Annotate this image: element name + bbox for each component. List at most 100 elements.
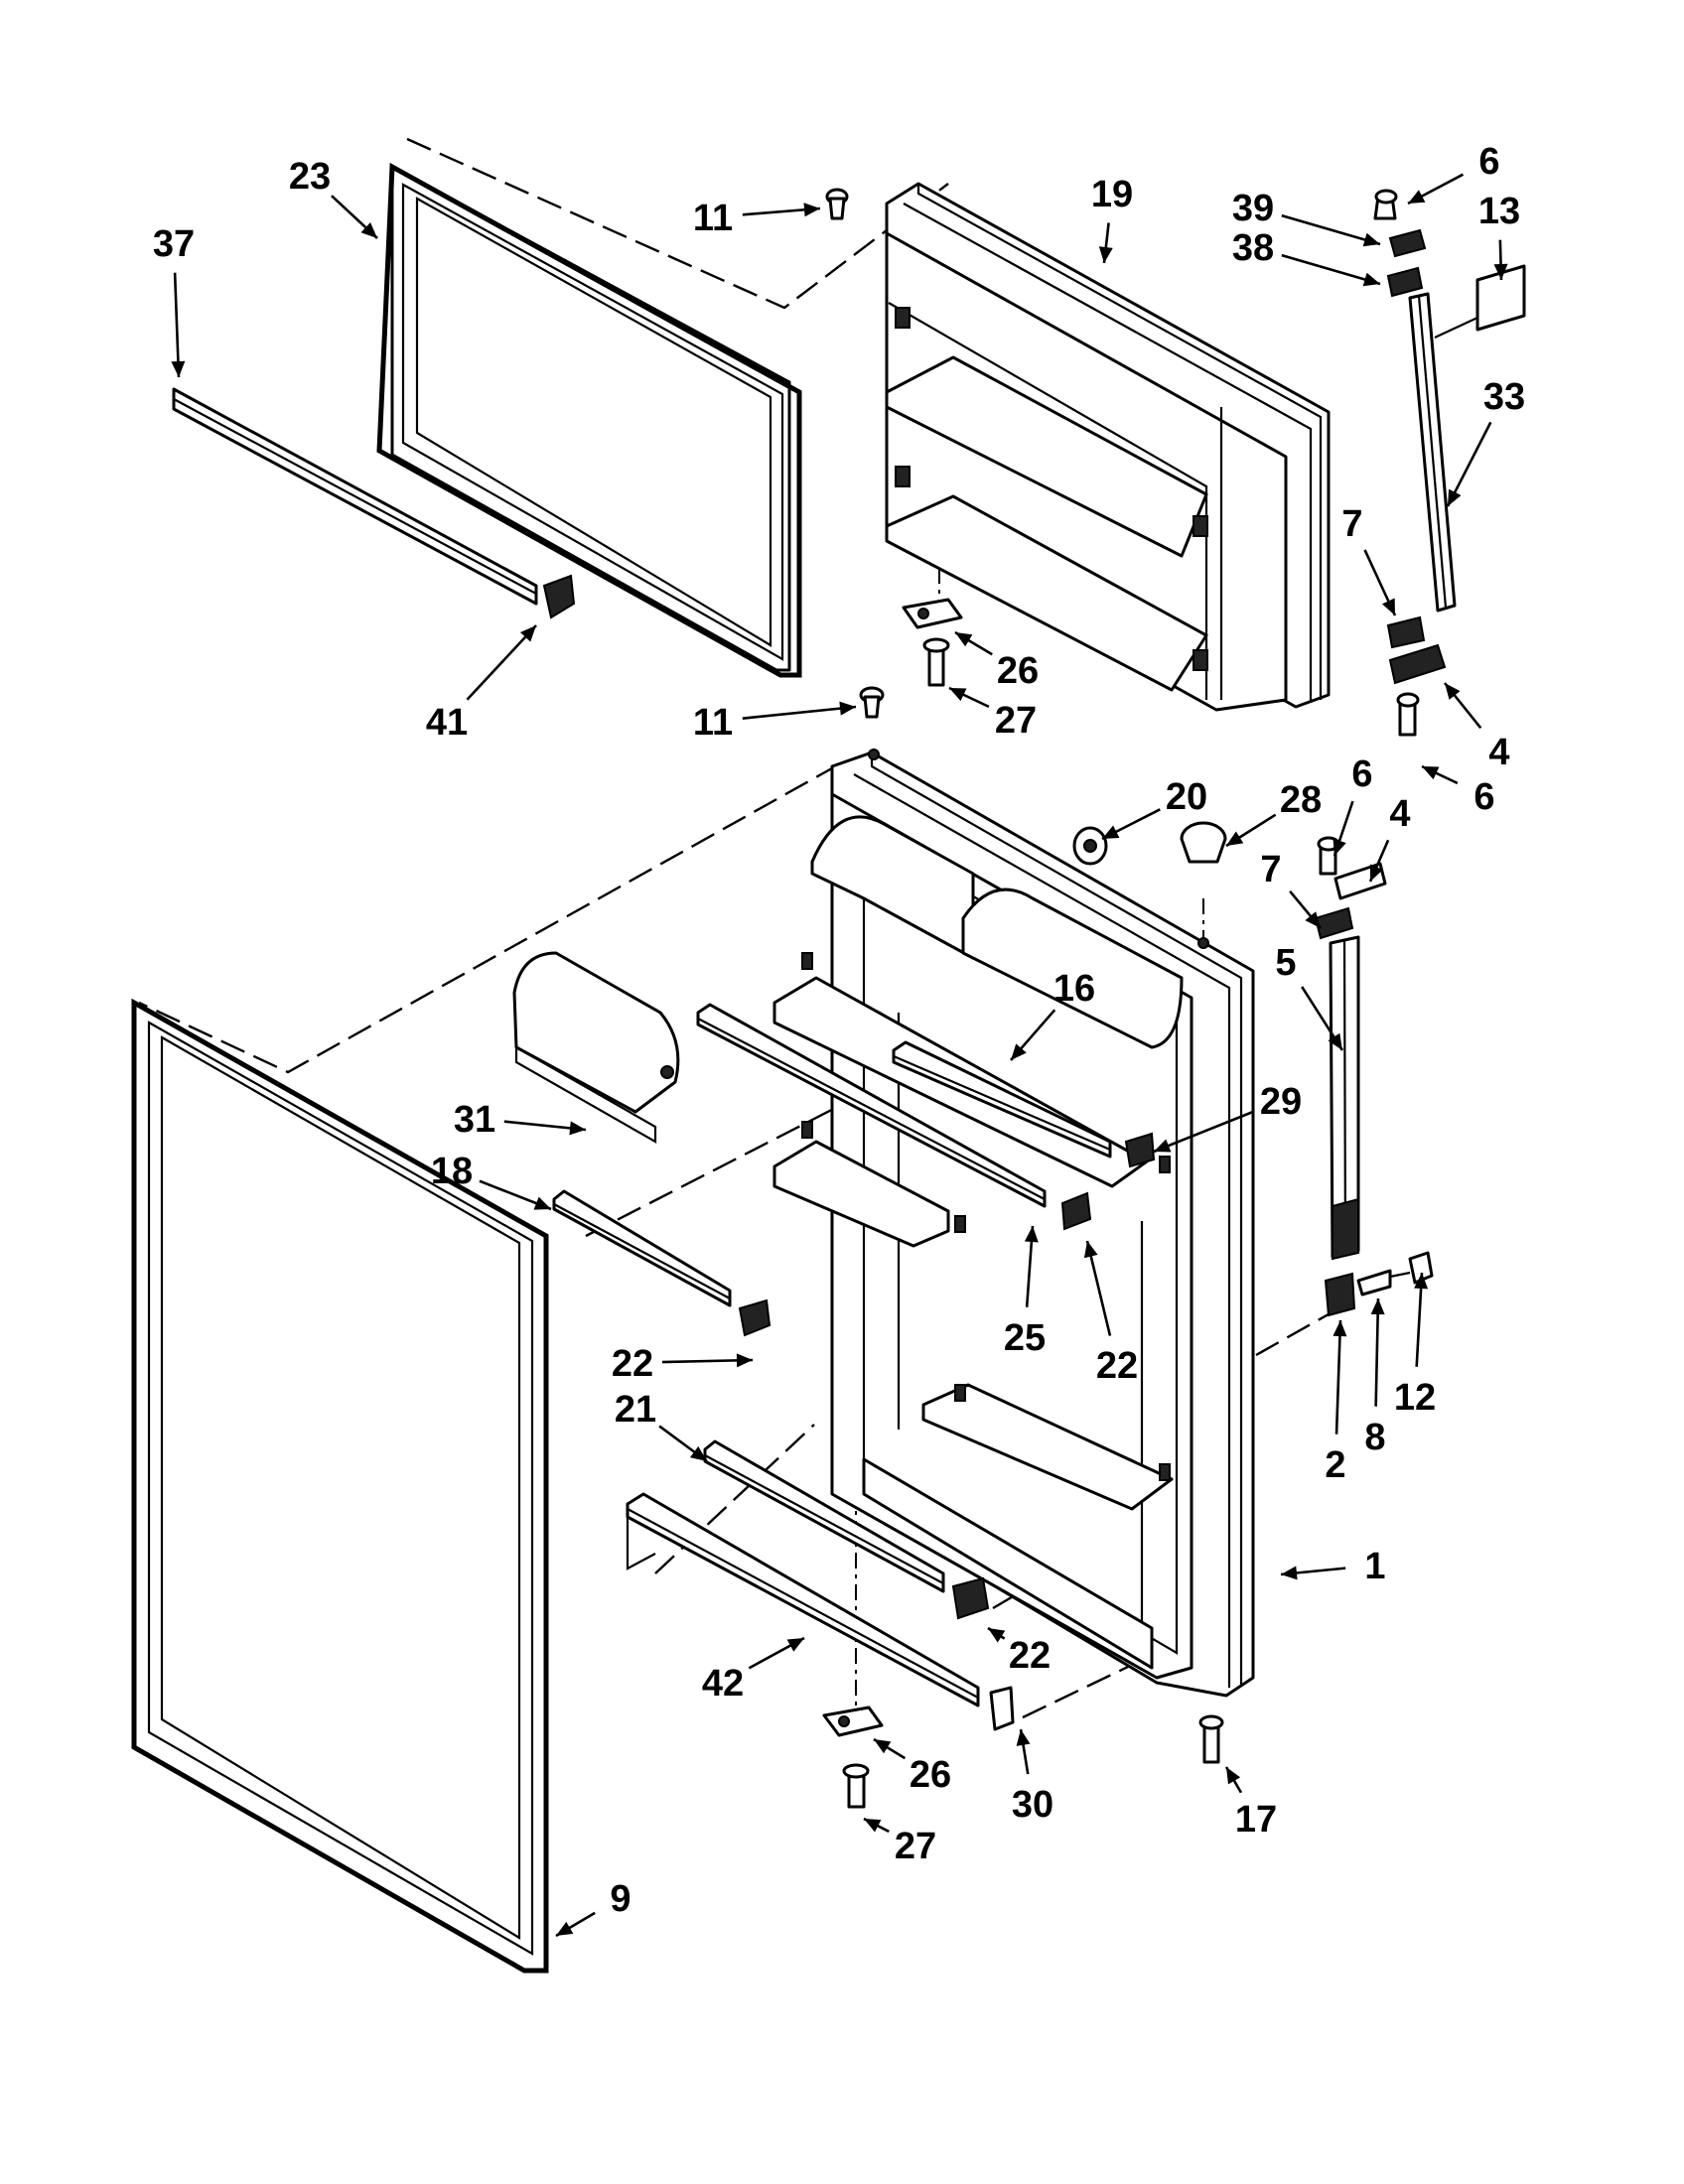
callout-number: 41 xyxy=(426,702,468,744)
callout-number: 13 xyxy=(1478,191,1520,232)
callout-number: 18 xyxy=(431,1151,473,1192)
callout-arrowhead xyxy=(803,203,820,217)
callout-number: 8 xyxy=(1364,1417,1385,1458)
callout-number: 39 xyxy=(1232,188,1274,229)
callout-number: 25 xyxy=(1004,1317,1046,1359)
callout-leader xyxy=(1153,1110,1254,1154)
callout-arrowhead xyxy=(949,688,967,702)
callout-arrowhead xyxy=(1281,1566,1298,1580)
callout-number: 6 xyxy=(1351,753,1372,795)
plugs xyxy=(1072,821,1227,866)
callout-number: 26 xyxy=(997,650,1039,692)
callout-number: 42 xyxy=(702,1663,744,1705)
callout-arrowhead xyxy=(1362,272,1380,287)
callout-arrowhead xyxy=(556,1921,574,1936)
callout-number: 11 xyxy=(693,198,733,239)
callout-number: 11 xyxy=(693,702,733,744)
callout-arrowhead xyxy=(1381,598,1395,615)
callout-arrowhead xyxy=(864,1819,882,1833)
callout-number: 1 xyxy=(1364,1546,1385,1587)
callout-number: 30 xyxy=(1012,1784,1053,1826)
freezer-door-bar xyxy=(172,387,576,619)
callout-number: 7 xyxy=(1341,503,1362,545)
callout-number: 27 xyxy=(995,700,1037,742)
callout-number: 6 xyxy=(1474,776,1494,818)
callout-arrowhead xyxy=(1305,911,1321,928)
callout-arrowhead xyxy=(1333,1320,1347,1337)
callout-arrowhead xyxy=(1016,1729,1031,1746)
callout-number: 22 xyxy=(612,1343,653,1385)
callout-arrowhead xyxy=(171,360,186,377)
door-bars xyxy=(696,1003,1156,1231)
callout-arrowhead xyxy=(786,1638,804,1652)
callout-arrowhead xyxy=(1445,683,1461,700)
callout-number: 19 xyxy=(1091,174,1133,215)
callout-leader xyxy=(173,272,181,378)
callout-number: 27 xyxy=(895,1826,936,1867)
callout-arrowhead xyxy=(1154,1139,1172,1153)
callout-number: 6 xyxy=(1478,141,1499,183)
callout-arrowhead xyxy=(1422,766,1440,780)
refrigerator-door xyxy=(772,749,1255,1698)
callout-leader xyxy=(1085,1240,1112,1336)
callout-arrowhead xyxy=(1024,1226,1039,1243)
callout-number: 4 xyxy=(1488,732,1509,773)
callout-arrowhead xyxy=(1333,838,1346,856)
freezer-door-gasket xyxy=(376,162,802,678)
callout-number: 4 xyxy=(1389,793,1410,835)
callout-number: 29 xyxy=(1260,1081,1302,1123)
callout-arrowhead xyxy=(839,701,856,716)
callout-leader xyxy=(742,705,857,720)
callout-number: 31 xyxy=(454,1099,495,1141)
callout-arrowhead xyxy=(519,625,536,642)
callout-arrowhead xyxy=(1328,1032,1342,1050)
callout-arrowhead xyxy=(1414,1273,1429,1290)
callout-leader xyxy=(466,624,537,701)
callout-arrowhead xyxy=(1226,1767,1241,1785)
bottom-door-bars xyxy=(626,1439,1015,1731)
callout-number: 12 xyxy=(1394,1377,1436,1419)
freezer-hinge-hardware xyxy=(902,598,963,687)
callout-arrowhead xyxy=(1408,190,1426,204)
callout-number: 16 xyxy=(1053,968,1095,1010)
door-stop-pins xyxy=(825,188,885,719)
refrigerator-door-gasket xyxy=(131,998,549,1974)
callout-arrowhead xyxy=(1098,246,1113,263)
callout-arrowhead xyxy=(988,1628,1006,1643)
callout-number: 9 xyxy=(610,1878,631,1920)
callout-number: 22 xyxy=(1009,1635,1051,1677)
callout-number: 37 xyxy=(153,223,195,265)
callout-arrowhead xyxy=(1369,864,1383,882)
callout-number: 21 xyxy=(615,1389,656,1431)
callout-number: 7 xyxy=(1260,849,1281,890)
callout-arrowhead xyxy=(736,1353,753,1368)
upper-hinge-hardware xyxy=(1373,189,1526,737)
callout-number: 22 xyxy=(1096,1345,1138,1387)
callout-arrowhead xyxy=(533,1196,551,1210)
callout-arrowhead xyxy=(1083,1241,1098,1259)
callout-number: 2 xyxy=(1325,1444,1345,1486)
callout-leader xyxy=(1374,1297,1380,1407)
callout-arrowhead xyxy=(360,221,377,238)
bottom-hinge-hardware xyxy=(822,1706,1224,1809)
callout-arrowhead xyxy=(1102,825,1120,839)
callout-number: 23 xyxy=(289,156,331,198)
callout-arrowhead xyxy=(1493,263,1508,280)
lower-hinge-hardware xyxy=(1314,836,1434,1317)
callout-leader xyxy=(1281,253,1381,286)
callout-leader xyxy=(1334,1319,1342,1434)
callout-arrowhead xyxy=(955,632,973,647)
callout-arrowhead xyxy=(1370,1298,1385,1315)
callout-arrowhead xyxy=(689,1445,707,1461)
butter-compartment xyxy=(512,951,680,1144)
callout-number: 38 xyxy=(1232,227,1274,269)
callout-arrowhead xyxy=(874,1739,892,1754)
callout-number: 5 xyxy=(1275,942,1296,984)
callout-arrowhead xyxy=(1448,488,1462,506)
callout-number: 17 xyxy=(1235,1799,1277,1841)
freezer-door xyxy=(885,182,1331,712)
callout-arrowhead xyxy=(1226,831,1244,846)
